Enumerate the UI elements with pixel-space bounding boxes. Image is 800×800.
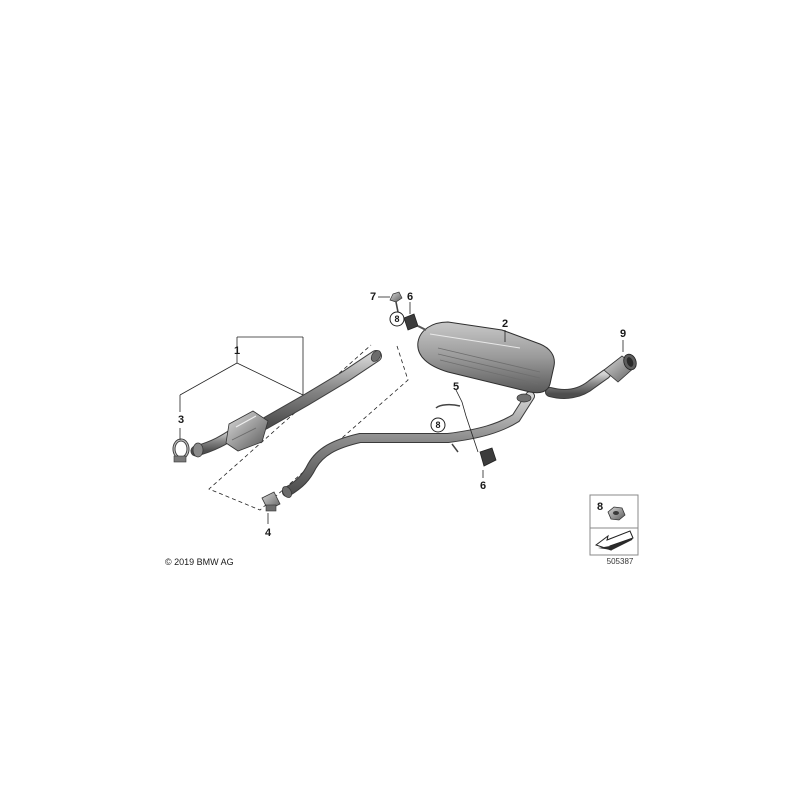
assembly-dashed-outline: [208, 344, 409, 511]
rubber-mount-lower: [479, 447, 497, 467]
callout-1: 1: [234, 345, 240, 357]
hanger-bracket: [435, 403, 461, 453]
callout-5: 5: [453, 381, 459, 393]
middle-pipe-clamp: [261, 491, 281, 512]
callout-9: 9: [620, 328, 626, 340]
pipe-clamp: [172, 438, 190, 463]
rubber-mount-upper: [403, 313, 427, 331]
exhaust-tailpipe-tip: [603, 353, 637, 383]
legend-item-number: 8: [597, 501, 603, 513]
copyright-notice: © 2019 BMW AG: [165, 557, 234, 567]
callout-7: 7: [370, 291, 376, 303]
direction-arrow-icon: [594, 530, 634, 551]
hex-nut-icon: [607, 506, 626, 521]
callout-3: 3: [178, 414, 184, 426]
leader-lines: [179, 296, 624, 524]
callout-6-upper: 6: [407, 291, 413, 303]
callout-8-upper: 8: [394, 314, 399, 324]
callout-6-lower: 6: [480, 480, 486, 492]
legend-box: 8: [589, 494, 639, 556]
callout-2: 2: [502, 318, 508, 330]
front-pipe-with-catalytic-converter: [190, 350, 382, 458]
rear-silencer: [417, 321, 555, 403]
middle-pipe: [282, 391, 535, 498]
callout-8-lower: 8: [435, 420, 440, 430]
callout-8-circle-upper: 8: [389, 311, 405, 327]
hex-bolt: [389, 291, 403, 313]
callout-8-circle-lower: 8: [430, 417, 446, 433]
diagram-reference-number: 505387: [606, 557, 634, 566]
tail-pipe: [545, 369, 611, 399]
callout-4: 4: [265, 527, 272, 539]
